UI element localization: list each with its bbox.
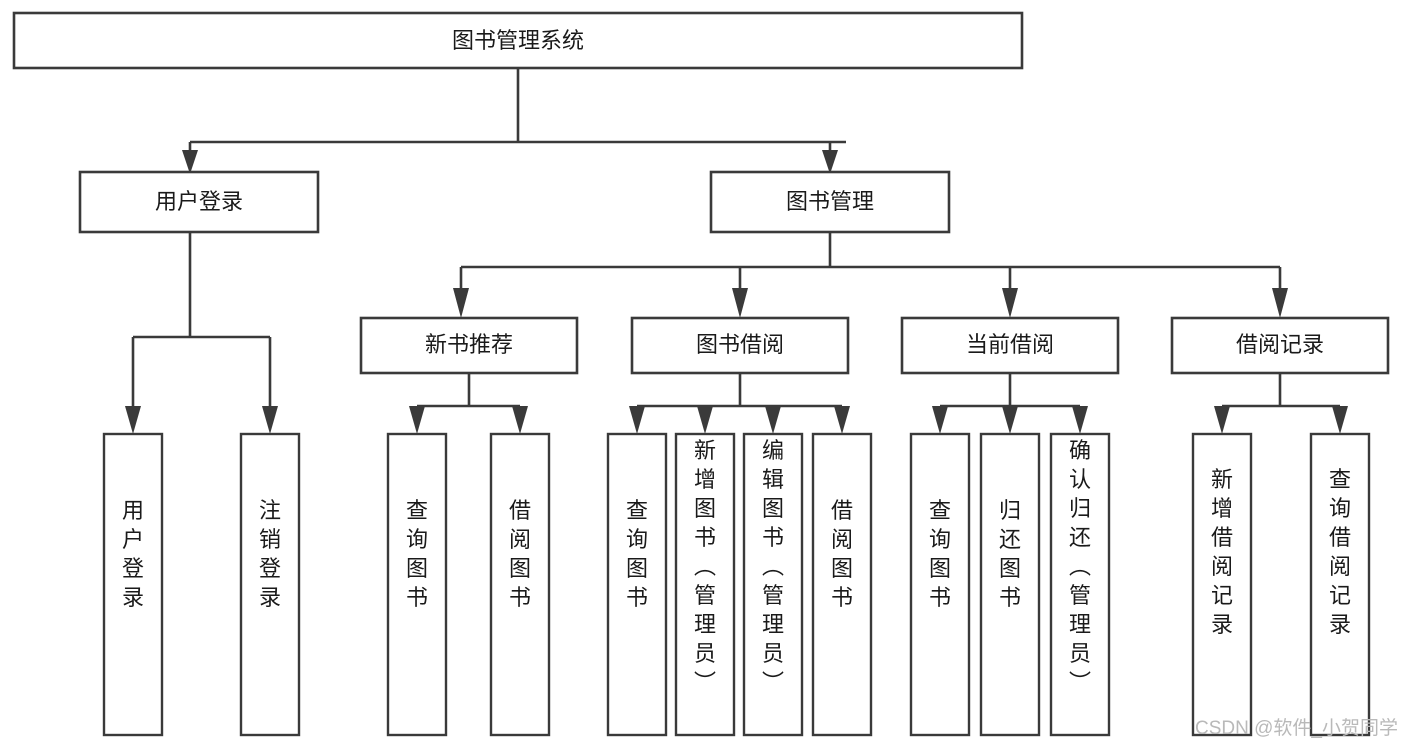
leaf-newbook-query-label: 查询图书 [406,498,428,610]
node-borrow-record-label: 借阅记录 [1236,332,1324,357]
node-borrow-record-box[interactable] [1170,316,1390,375]
arrowhead-leaf-bookborrow-3 [765,406,781,434]
leaf-borrowrecord-add-label: 新增借阅记录 [1211,467,1233,637]
leaf-currentborrow-return[interactable]: 归还图书 [979,432,1041,737]
leaf-bookborrow-query[interactable]: 查询图书 [606,432,668,737]
node-book-manage[interactable]: 图书管理 [709,170,951,234]
leaf-newbook-query-box[interactable] [386,432,448,737]
arrowhead-current-borrow [1002,288,1018,318]
leaf-bookborrow-query-label: 查询图书 [626,498,648,610]
leaf-bookborrow-edit-label: 编辑图书︵管理员︶ [762,438,784,695]
node-current-borrow[interactable]: 当前借阅 [900,316,1120,375]
watermark-label: CSDN @软件_小贺同学 [1195,717,1398,739]
node-root-label: 图书管理系统 [452,28,584,53]
arrowhead-leaf-bookborrow-1 [629,406,645,434]
arrowhead-leaf-currentborrow-3 [1072,406,1088,434]
leaf-newbook-borrow-label: 借阅图书 [509,498,531,610]
arrowhead-leaf-bookborrow-2 [697,406,713,434]
leaf-currentborrow-query[interactable]: 查询图书 [909,432,971,737]
arrowhead-leaf-newbook-1 [409,406,425,434]
node-user-login-label: 用户登录 [155,189,243,214]
arrowhead-leaf-borrowrecord-1 [1214,406,1230,434]
leaf-user-login-logout-box[interactable] [239,432,301,737]
leaf-bookborrow-edit-box[interactable] [742,432,804,737]
arrowhead-leaf-bookborrow-4 [834,406,850,434]
arrowhead-leaf-newbook-2 [512,406,528,434]
node-new-book-recommend-box[interactable] [359,316,579,375]
leaf-bookborrow-borrow[interactable]: 借阅图书 [811,432,873,737]
leaf-bookborrow-add-box[interactable] [674,432,736,737]
leaf-newbook-query[interactable]: 查询图书 [386,432,448,737]
leaf-user-login-logout[interactable]: 注销登录 [239,432,301,737]
node-user-login-box[interactable] [78,170,320,234]
node-new-book-recommend-label: 新书推荐 [425,332,513,357]
arrowhead-user-login [182,150,198,174]
node-book-manage-box[interactable] [709,170,951,234]
arrowhead-new-book-recommend [453,288,469,318]
node-current-borrow-label: 当前借阅 [966,332,1054,357]
leaf-bookborrow-borrow-box[interactable] [811,432,873,737]
leaf-currentborrow-confirm[interactable]: 确认归还︵管理员︶ [1049,432,1111,737]
leaf-bookborrow-add[interactable]: 新增图书︵管理员︶ [674,432,736,737]
leaf-borrowrecord-add-box[interactable] [1191,432,1253,737]
leaf-user-login-login-box[interactable] [102,432,164,737]
leaf-newbook-borrow-box[interactable] [489,432,551,737]
arrowhead-leaf-currentborrow-1 [932,406,948,434]
node-current-borrow-box[interactable] [900,316,1120,375]
node-user-login[interactable]: 用户登录 [78,170,320,234]
arrowhead-leaf-user-login [125,406,141,434]
leaf-bookborrow-edit[interactable]: 编辑图书︵管理员︶ [742,432,804,737]
leaf-currentborrow-query-box[interactable] [909,432,971,737]
leaf-bookborrow-add-label: 新增图书︵管理员︶ [694,438,716,695]
leaf-bookborrow-borrow-label: 借阅图书 [831,498,853,610]
node-book-borrow-label: 图书借阅 [696,332,784,357]
node-root[interactable]: 图书管理系统 [12,11,1024,70]
leaf-currentborrow-return-label: 归还图书 [999,498,1021,610]
arrowhead-leaf-borrowrecord-2 [1332,406,1348,434]
leaf-borrowrecord-query[interactable]: 查询借阅记录 [1309,432,1371,737]
arrowhead-leaf-logout [262,406,278,434]
arrowhead-borrow-record [1272,288,1288,318]
leaf-user-login-logout-label: 注销登录 [259,498,281,610]
node-borrow-record[interactable]: 借阅记录 [1170,316,1390,375]
leaf-borrowrecord-query-box[interactable] [1309,432,1371,737]
leaf-borrowrecord-add[interactable]: 新增借阅记录 [1191,432,1253,737]
node-book-borrow-box[interactable] [630,316,850,375]
leaf-currentborrow-confirm-label: 确认归还︵管理员︶ [1069,438,1091,695]
leaf-user-login-login[interactable]: 用户登录 [102,432,164,737]
leaf-currentborrow-confirm-box[interactable] [1049,432,1111,737]
arrowhead-book-manage [822,150,838,174]
leaf-borrowrecord-query-label: 查询借阅记录 [1329,467,1351,637]
leaf-currentborrow-return-box[interactable] [979,432,1041,737]
node-new-book-recommend[interactable]: 新书推荐 [359,316,579,375]
node-root-box[interactable] [12,11,1024,70]
leaf-currentborrow-query-label: 查询图书 [929,498,951,610]
connector-layer [125,68,1348,434]
leaf-bookborrow-query-box[interactable] [606,432,668,737]
arrowhead-leaf-currentborrow-2 [1002,406,1018,434]
node-book-borrow[interactable]: 图书借阅 [630,316,850,375]
leaf-newbook-borrow[interactable]: 借阅图书 [489,432,551,737]
leaf-user-login-login-label: 用户登录 [122,498,144,610]
node-book-manage-label: 图书管理 [786,189,874,214]
arrowhead-book-borrow [732,288,748,318]
